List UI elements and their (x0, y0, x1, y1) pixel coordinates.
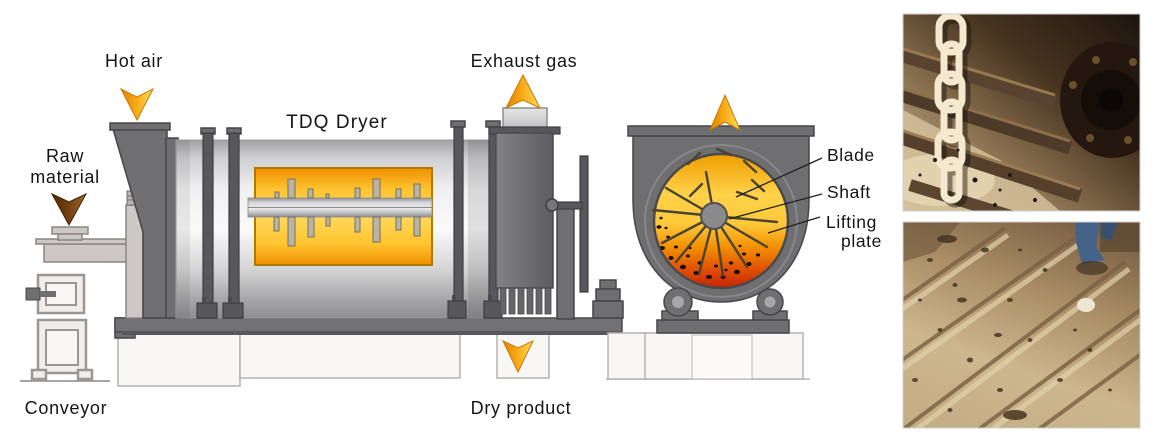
photo2-border (902, 221, 1141, 429)
dry-product-arrow-icon (501, 339, 535, 374)
photo-dryer-interior-lifting-plates (903, 222, 1140, 428)
drum-cutaway-window (247, 167, 433, 266)
section-material-specks (655, 216, 760, 279)
foundation-blocks (117, 332, 550, 387)
section-foundation (606, 332, 810, 380)
raw-material-label-line2: material (30, 167, 100, 187)
drum-support-posts (196, 120, 503, 319)
section-shaft-hub (700, 202, 728, 230)
section-rollers (656, 287, 790, 334)
drum-paddles (273, 178, 421, 247)
photo1-drum-end (1060, 42, 1140, 158)
photo1-flights (903, 47, 1083, 211)
hot-air-arrow-icon (119, 87, 155, 122)
shaft-label: Shaft (827, 182, 871, 202)
hanging-chain (934, 14, 972, 208)
lifting-plate-leader-line (767, 216, 821, 234)
photo2-specks (912, 235, 1112, 420)
raw-material-label-line1: Raw (46, 146, 84, 166)
section-exhaust-arrow-icon (708, 93, 742, 132)
blade-leader-line (735, 157, 823, 198)
feed-hopper-flange (51, 226, 89, 235)
photo2-flights (903, 226, 1140, 428)
lifting-plate-label-line2: plate (841, 231, 882, 251)
photo1-border (902, 13, 1141, 212)
photo-dryer-interior-chain (903, 14, 1140, 211)
blade-label: Blade (827, 145, 875, 165)
dry-product-label: Dry product (471, 398, 572, 418)
exhaust-gas-label: Exhaust gas (471, 51, 578, 71)
hot-air-label: Hot air (105, 51, 163, 71)
conveyor-label: Conveyor (25, 398, 108, 418)
exhaust-gas-arrow-icon (504, 73, 542, 110)
photo2-person-leg (1075, 222, 1118, 275)
shaft-leader-line (728, 193, 823, 220)
lifting-plate-label-line1: Lifting (826, 212, 877, 232)
discharge-teeth (499, 287, 552, 315)
base-platform (114, 317, 623, 339)
conveyor-assembly (20, 226, 131, 382)
dryer-drum (165, 137, 499, 319)
dryer-cross-section-view (606, 93, 823, 380)
photo2-light-spot (1077, 298, 1095, 312)
hot-air-inlet (109, 122, 171, 319)
photo1-specks (918, 148, 1037, 207)
raw-material-arrow-icon (50, 192, 88, 227)
dryer-side-view (20, 73, 624, 387)
diagram-title: TDQ Dryer (286, 112, 388, 133)
exhaust-discharge-tower (488, 107, 561, 315)
valve-lever-assembly (545, 155, 624, 320)
